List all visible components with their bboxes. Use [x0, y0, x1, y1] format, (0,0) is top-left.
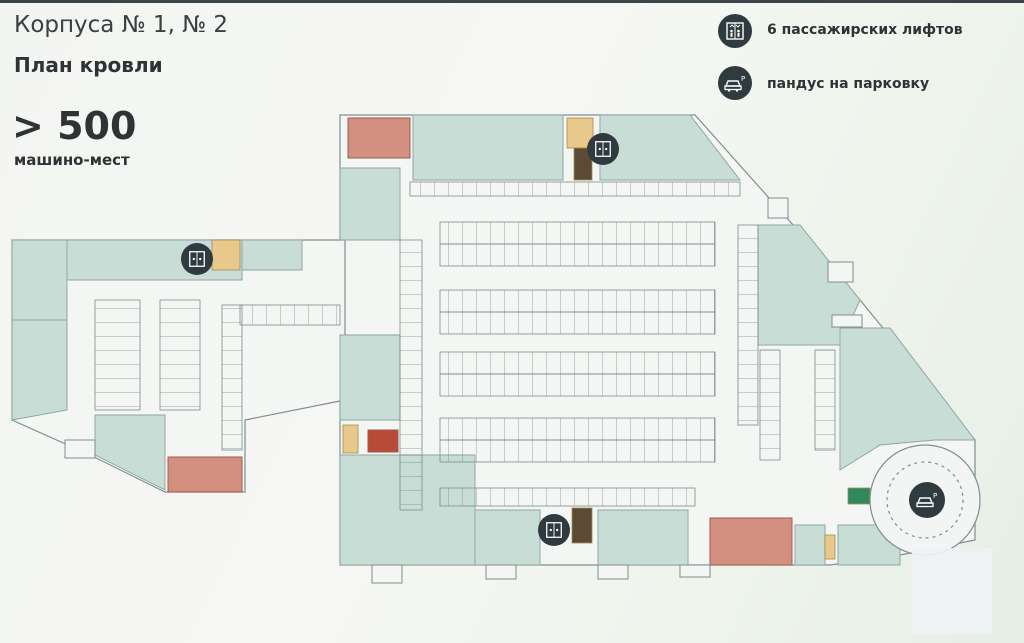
- capacity-value: > 500: [12, 104, 137, 148]
- elevator-icon: [587, 133, 619, 165]
- parking-ramp-icon: P: [718, 66, 752, 100]
- annexes: [64, 197, 863, 584]
- elevator-icon: [538, 514, 570, 546]
- svg-text:P: P: [933, 492, 937, 500]
- technical-rooms: [167, 117, 793, 566]
- parking-stalls: [94, 181, 836, 511]
- page-subtitle: План кровли: [14, 53, 163, 77]
- elevator-icon: [181, 243, 213, 275]
- svg-text:P: P: [741, 75, 745, 83]
- legend-label-elevators: 6 пассажирских лифтов: [767, 22, 963, 38]
- capacity-unit: машино-мест: [14, 151, 130, 169]
- top-border: [0, 0, 1024, 3]
- parking-ramp-icon: P: [909, 482, 945, 518]
- legend-label-ramp: пандус на парковку: [767, 76, 930, 92]
- elevator-icon: [718, 14, 752, 48]
- watermark-logo: [912, 548, 992, 634]
- stair-cores: [211, 117, 871, 560]
- page-title: Корпуса № 1, № 2: [14, 12, 229, 38]
